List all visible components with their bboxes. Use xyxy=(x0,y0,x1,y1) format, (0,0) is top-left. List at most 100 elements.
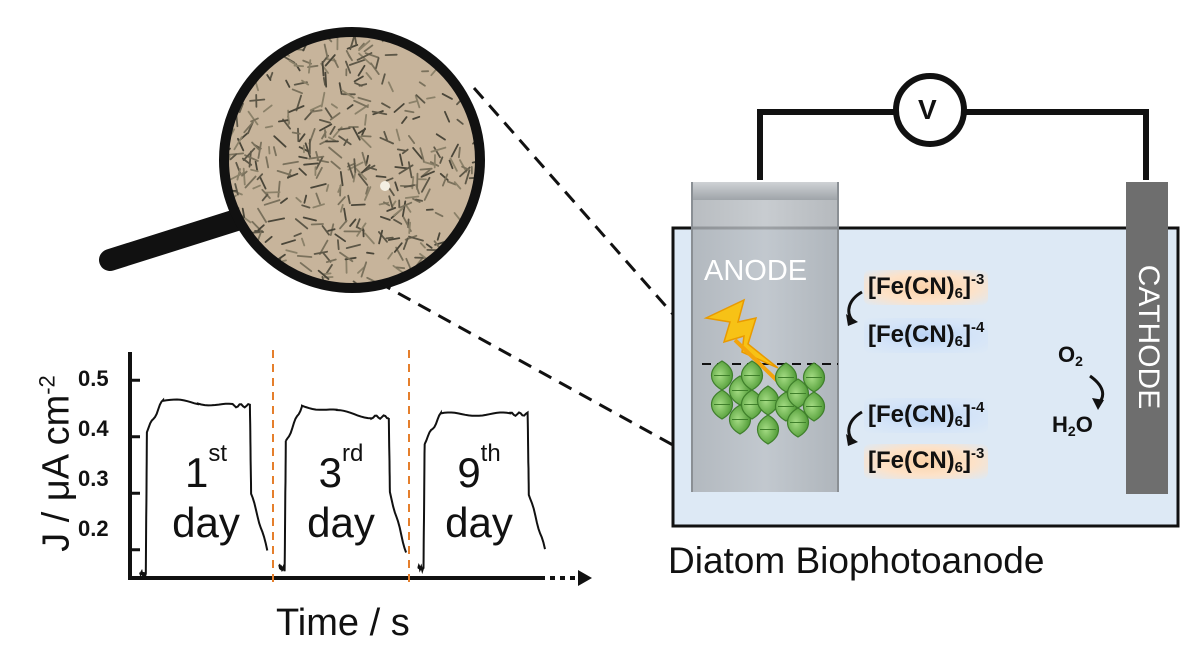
diatom-speck xyxy=(371,110,388,116)
diatom-speck xyxy=(259,176,267,190)
diatom-speck xyxy=(250,117,259,123)
diatom-speck xyxy=(357,96,372,103)
diatom-speck xyxy=(363,186,372,201)
diatom-speck xyxy=(453,181,462,190)
diatom-speck xyxy=(340,89,355,99)
diatom-speck xyxy=(323,43,329,59)
diatom-speck xyxy=(324,107,333,119)
diatom-speck xyxy=(310,223,324,226)
diatom-speck xyxy=(300,237,306,247)
diatom-speck xyxy=(392,207,404,217)
diatom-speck xyxy=(354,82,363,87)
diatom-speck xyxy=(361,151,367,167)
diatom-speck xyxy=(377,231,388,243)
diatom-speck xyxy=(386,206,397,212)
diatom-speck xyxy=(264,191,281,194)
diatom-speck xyxy=(387,237,401,241)
diatom-speck xyxy=(339,203,344,213)
diatom-speck xyxy=(334,233,347,243)
y-tick-label: 0.3 xyxy=(78,466,109,491)
diatom-speck xyxy=(241,207,246,219)
diatom-speck xyxy=(242,167,246,186)
diatom-speck xyxy=(353,75,364,83)
photocurrent-trace-3 xyxy=(417,409,546,575)
voltmeter-icon xyxy=(893,73,967,147)
diatom-speck xyxy=(338,135,352,146)
anode-electrode xyxy=(691,182,839,492)
diatom-speck xyxy=(250,168,259,173)
diatom-speck xyxy=(399,201,413,209)
diatom-speck xyxy=(393,218,403,225)
diatom-speck xyxy=(344,60,352,74)
diatom-speck xyxy=(355,218,361,229)
diatom-speck xyxy=(394,166,409,170)
diatom-speck xyxy=(419,242,426,249)
ferricyanide-label-top: [Fe(CN)6]-3 xyxy=(864,270,989,305)
diatom-speck xyxy=(281,239,296,246)
diatom-speck xyxy=(301,204,311,209)
diatom-speck xyxy=(338,82,343,95)
oxygen-label: O2 xyxy=(1058,342,1083,369)
diatom-speck xyxy=(293,232,302,238)
diatom-speck xyxy=(353,158,357,174)
diatom-speck xyxy=(328,146,343,159)
diatom-speck xyxy=(321,61,325,77)
diatom-cell xyxy=(786,378,810,438)
diatom-speck xyxy=(393,242,403,253)
diatom-speck xyxy=(291,131,301,135)
photocurrent-trace-1 xyxy=(139,397,269,578)
diatom-speck xyxy=(418,81,426,87)
magnifying-glass-icon xyxy=(99,27,485,293)
diatom-speck xyxy=(360,261,368,278)
y-tick-label: 0.5 xyxy=(78,366,109,391)
diatom-speck xyxy=(322,272,332,276)
diatom-speck xyxy=(327,136,337,142)
diatom-speck xyxy=(317,269,330,280)
diatom-speck xyxy=(313,250,329,255)
diatom-speck xyxy=(446,180,457,186)
diatom-speck xyxy=(247,110,259,126)
diatom-speck xyxy=(407,134,416,145)
diatom-speck xyxy=(383,130,388,141)
diatom-speck xyxy=(360,135,372,138)
diatom-speck xyxy=(433,146,441,159)
x-axis-label: Time / s xyxy=(276,602,410,644)
diatom-speck xyxy=(277,180,281,198)
diatom-speck xyxy=(327,228,336,232)
diatom-speck xyxy=(263,199,281,206)
diatom-speck xyxy=(378,229,384,245)
diatom-speck xyxy=(395,266,406,270)
diatom-speck xyxy=(408,221,412,235)
diatom-speck xyxy=(352,172,357,183)
diatom-cells xyxy=(710,360,826,445)
diatom-speck xyxy=(272,146,277,157)
diatom-speck xyxy=(408,235,424,242)
diatom-speck xyxy=(347,162,355,179)
diatom-speck xyxy=(276,253,286,261)
diatom-speck xyxy=(261,193,269,202)
diatom-speck xyxy=(364,232,375,245)
diatom-speck xyxy=(401,200,407,218)
diatom-speck xyxy=(233,136,243,151)
diatom-speck xyxy=(286,172,299,179)
diatom-speck xyxy=(439,156,444,164)
diatom-speck xyxy=(316,159,330,164)
diatom-speck xyxy=(261,188,271,200)
diatom-speck xyxy=(267,217,286,223)
diatom-speck xyxy=(325,263,333,275)
diatom-speck xyxy=(339,251,354,263)
diatom-speck xyxy=(456,118,464,125)
diatom-speck xyxy=(266,74,272,81)
diatom-speck xyxy=(345,50,352,59)
diatom-speck xyxy=(242,147,256,162)
diatom-speck xyxy=(347,194,351,205)
diatom-speck xyxy=(315,157,324,170)
diatom-speck xyxy=(243,121,254,134)
diatom-speck xyxy=(430,68,437,77)
diatom-speck xyxy=(298,167,307,176)
diatom-speck xyxy=(322,77,327,86)
diatom-speck xyxy=(265,156,270,169)
